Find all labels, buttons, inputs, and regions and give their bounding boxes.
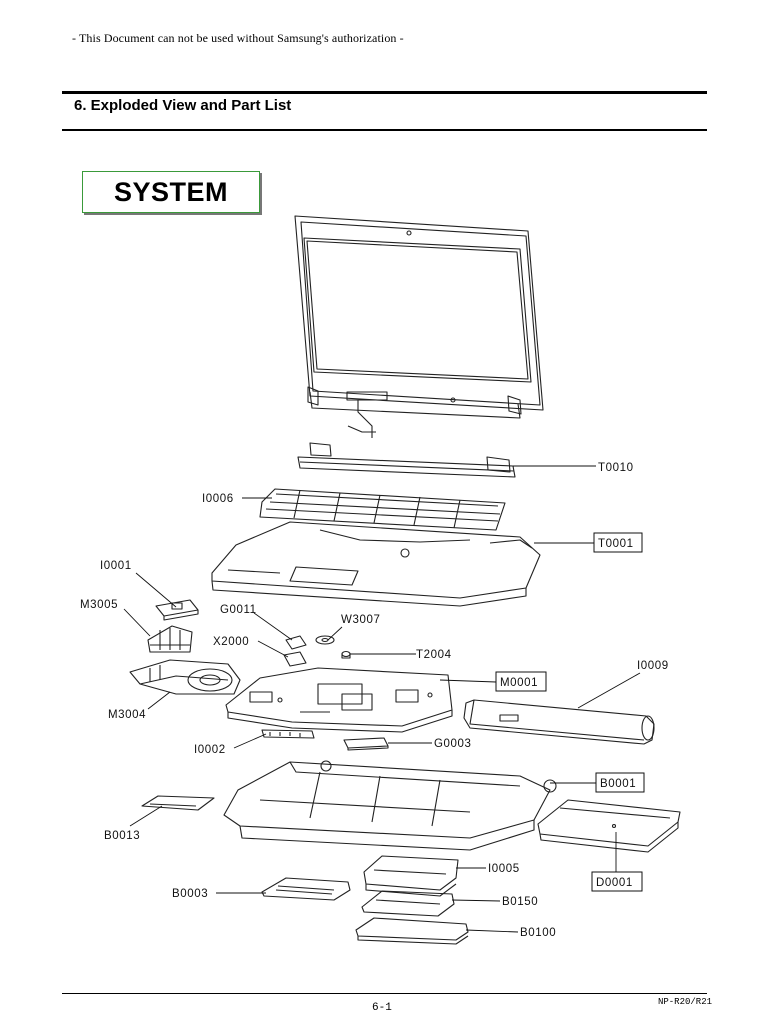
hard-disk-drawing — [363, 855, 459, 897]
callout-B0100: B0100 — [520, 927, 556, 939]
callout-G0011: G0011 — [220, 604, 257, 616]
callout-B0013: B0013 — [104, 830, 140, 842]
callout-I0002: I0002 — [194, 744, 226, 756]
callout-G0003: G0003 — [434, 738, 472, 750]
callout-I0009: I0009 — [637, 660, 669, 672]
fan-module-drawing — [129, 659, 241, 695]
section-title: 6. Exploded View and Part List — [74, 97, 292, 114]
authorization-notice: - This Document can not be used without … — [72, 31, 404, 45]
callout-B0003: B0003 — [172, 888, 208, 900]
heatsink-drawing — [147, 625, 193, 653]
model-number: NP-R20/R21 — [657, 997, 712, 1007]
small-parts-drawing — [283, 635, 351, 667]
hinge-cover-drawing — [297, 442, 516, 478]
title-rule-bottom — [62, 129, 707, 131]
palmrest-drawing — [211, 521, 541, 607]
battery-drawing — [463, 699, 655, 745]
callout-M3005: M3005 — [80, 599, 118, 611]
mainboard-drawing — [225, 667, 453, 733]
callout-M0001: M0001 — [500, 677, 538, 689]
callout-B0001: B0001 — [600, 778, 636, 790]
callout-D0001: D0001 — [596, 877, 633, 889]
hdd-cover-drawing — [355, 917, 469, 945]
hdd-bracket-drawing — [361, 890, 455, 917]
callout-T0001: T0001 — [598, 538, 634, 550]
callout-X2000: X2000 — [213, 636, 249, 648]
cover-left-drawing — [141, 795, 215, 811]
callout-W3007: W3007 — [341, 614, 380, 626]
callout-T0010: T0010 — [598, 462, 634, 474]
callout-boxes — [495, 532, 645, 892]
memory-module-drawing — [261, 729, 315, 739]
wlan-card-drawing — [343, 737, 389, 751]
callout-B0150: B0150 — [502, 896, 538, 908]
cpu-drawing — [155, 599, 199, 621]
optical-drive-drawing — [537, 799, 681, 853]
system-heading: SYSTEM — [113, 176, 229, 207]
keyboard-drawing — [259, 488, 506, 531]
page-number: 6-1 — [372, 1002, 392, 1014]
callout-I0005: I0005 — [488, 863, 520, 875]
callout-T2004: T2004 — [416, 649, 452, 661]
lcd-assembly-drawing — [294, 215, 544, 438]
leader-lines — [123, 465, 641, 933]
title-rule-top — [62, 91, 707, 94]
callout-M3004: M3004 — [108, 709, 146, 721]
callout-I0006: I0006 — [202, 493, 234, 505]
system-heading-box: SYSTEM — [82, 171, 260, 213]
callout-I0001: I0001 — [100, 560, 132, 572]
footer-rule — [62, 993, 707, 994]
memory-cover-drawing — [261, 877, 351, 901]
bottom-case-drawing — [223, 760, 557, 851]
